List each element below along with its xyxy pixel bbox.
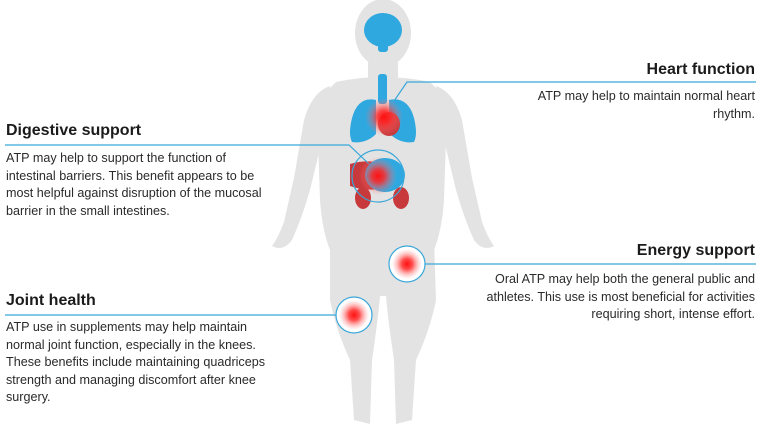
energy-hotspot	[388, 245, 426, 283]
digestive-leader-line	[5, 144, 370, 165]
joint-health-text: ATP use in supplements may help maintain…	[6, 320, 266, 404]
energy-support-title: Energy support	[636, 242, 755, 259]
energy-support-text: Oral ATP may help both the general publi…	[486, 272, 755, 321]
joint-hotspot	[335, 296, 373, 334]
digestive-support-text: ATP may help to support the function of …	[6, 151, 262, 218]
heart-hotspot	[365, 98, 403, 136]
digestive-hotspot	[351, 149, 405, 203]
heart-function-title: Heart function	[646, 61, 755, 78]
brain-icon	[364, 13, 402, 52]
digestive-support-title: Digestive support	[6, 122, 142, 139]
joint-health-title: Joint health	[6, 292, 96, 309]
body-silhouette	[272, 0, 494, 424]
heart-function-text: ATP may help to maintain normal heart rh…	[537, 89, 755, 121]
digestive-support-callout: Digestive support ATP may help to suppor…	[6, 122, 276, 220]
energy-support-callout: Energy support Oral ATP may help both th…	[485, 242, 755, 324]
leader-lines	[5, 81, 756, 316]
heart-function-callout: Heart function ATP may help to maintain …	[505, 61, 755, 123]
heart-leader-line	[391, 81, 756, 105]
joint-health-callout: Joint health ATP use in supplements may …	[6, 292, 276, 407]
